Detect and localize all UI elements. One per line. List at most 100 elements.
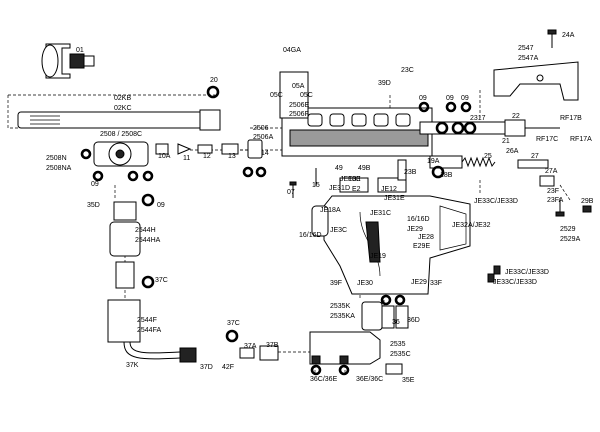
- bottom-line-part: [309, 294, 409, 376]
- part-label-p09c: 09: [461, 95, 469, 102]
- part-label-p2508na: 2508NA: [46, 165, 72, 172]
- part-label-p2529: 2529: [560, 226, 576, 233]
- part-label-pje31d: JE31D: [329, 185, 350, 192]
- part-label-p19a: 19A: [427, 158, 440, 165]
- part-label-p09e: 09: [157, 202, 165, 209]
- part-label-p04ga: 04GA: [283, 47, 301, 54]
- part-label-p13: 13: [228, 153, 236, 160]
- part-label-p36: 36: [392, 319, 400, 326]
- regulator-assembly-part: [80, 141, 154, 182]
- part-label-prf17c: RF17C: [536, 136, 558, 143]
- part-label-p2535ka: 2535KA: [330, 313, 355, 320]
- part-label-p27: 27: [531, 153, 539, 160]
- part-label-p2535c: 2535C: [390, 351, 411, 358]
- part-label-p2508n: 2508N: [46, 155, 67, 162]
- barrel-part: [17, 109, 221, 131]
- rail-part: [493, 61, 579, 101]
- part-label-pje33c: JE33C/JE33D: [474, 198, 518, 205]
- part-label-p37k: 37K: [126, 362, 139, 369]
- part-label-p49b: 49B: [358, 165, 371, 172]
- part-label-pje19: JE19: [370, 253, 386, 260]
- part-label-p36e: 36E/36C: [356, 376, 383, 383]
- part-label-p02kb: 02KB: [114, 95, 131, 102]
- part-label-p2544h: 2544H: [135, 227, 156, 234]
- part-label-p2547: 2547: [518, 45, 534, 52]
- part-label-p33f: 33F: [430, 280, 442, 287]
- screw-24a: [547, 29, 557, 48]
- part-label-pje32a: JE32A/JE32: [452, 222, 491, 229]
- part-label-p37c2: 37C: [227, 320, 240, 327]
- part-label-p23b: 23B: [404, 169, 417, 176]
- part-label-p36c: 36C/36E: [310, 376, 338, 383]
- part-label-p2535k: 2535K: [330, 303, 351, 310]
- part-label-p42f: 42F: [222, 364, 234, 371]
- inline-parts: [155, 139, 267, 178]
- part-label-pje33c2: JE33C/JE33D: [505, 269, 549, 276]
- part-label-p09d: 09: [91, 181, 99, 188]
- part-label-p2544ha: 2544HA: [135, 237, 161, 244]
- part-label-p26a: 26A: [506, 148, 519, 155]
- part-label-pje18a: JE18A: [320, 207, 341, 214]
- part-label-p37a: 37A: [244, 343, 257, 350]
- part-label-p23c: 23C: [401, 67, 414, 74]
- part-label-prf17a: RF17A: [570, 136, 592, 143]
- part-label-pe2: E2: [352, 186, 361, 193]
- part-label-pje31c: JE31C: [370, 210, 391, 217]
- feed-neck-part: [41, 43, 95, 79]
- part-label-pje28: JE28: [418, 234, 434, 241]
- part-label-p16a: 16/16D: [407, 216, 430, 223]
- part-label-pje29b: JE29: [411, 279, 427, 286]
- part-label-p16b: 16/16D: [299, 232, 322, 239]
- part-label-pje29: JE29: [407, 226, 423, 233]
- part-label-p29b: 29B: [581, 198, 594, 205]
- part-label-p12: 12: [203, 153, 211, 160]
- part-label-p37b: 37B: [266, 342, 279, 349]
- screws-column: [289, 159, 592, 283]
- part-label-p35d: 35D: [87, 202, 100, 209]
- part-label-p2317: 2317: [470, 115, 486, 122]
- grip-frame-part: [311, 177, 471, 295]
- part-label-p39f: 39F: [330, 280, 342, 287]
- part-label-p07: 07: [287, 189, 295, 196]
- part-label-p2544fa: 2544FA: [137, 327, 161, 334]
- part-label-p14: 14: [261, 150, 269, 157]
- part-label-p20: 20: [210, 77, 218, 84]
- part-label-p09a: 09: [419, 95, 427, 102]
- part-label-p2535: 2535: [390, 341, 406, 348]
- part-label-pje33c3: JE33C/JE33D: [493, 279, 537, 286]
- part-label-p49: 49: [335, 165, 343, 172]
- part-label-p25: 25: [484, 153, 492, 160]
- part-label-p36d: 36D: [407, 317, 420, 324]
- part-label-pe33: E33: [348, 176, 361, 183]
- part-label-p2506a: 2506A: [253, 134, 274, 141]
- part-label-p11: 11: [183, 155, 190, 162]
- spring-group: [429, 155, 555, 187]
- part-label-pe29e: E29E: [413, 243, 430, 250]
- part-label-p2506f: 2506F: [289, 111, 309, 118]
- part-label-p01: 01: [76, 47, 84, 54]
- part-label-pje12: JE12: [381, 186, 397, 193]
- part-label-p21: 21: [502, 138, 510, 145]
- part-label-p2529a: 2529A: [560, 236, 581, 243]
- part-label-prf17b: RF17B: [560, 115, 582, 122]
- part-label-p37c: 37C: [155, 277, 168, 284]
- part-label-p22: 22: [512, 113, 520, 120]
- part-label-p23f: 23F: [547, 188, 559, 195]
- oring-20: [206, 85, 220, 99]
- upper-receiver-part: [279, 71, 433, 157]
- part-label-p05c_r: 05C: [300, 92, 313, 99]
- part-label-p2506: 2506: [253, 125, 269, 132]
- part-label-p2506e: 2506E: [289, 102, 310, 109]
- part-label-p05a: 05A: [292, 83, 305, 90]
- part-label-p24a: 24A: [562, 32, 575, 39]
- part-label-pje31e: JE31E: [384, 195, 405, 202]
- part-label-p2544f: 2544F: [137, 317, 157, 324]
- part-label-p18b: 18B: [440, 172, 453, 179]
- part-label-p2547a: 2547A: [518, 55, 539, 62]
- part-label-p35e: 35E: [402, 377, 415, 384]
- part-label-p23fa: 23FA: [547, 197, 564, 204]
- part-label-p2508: 2508 / 2508C: [100, 131, 142, 138]
- part-label-p02kc: 02KC: [114, 105, 132, 112]
